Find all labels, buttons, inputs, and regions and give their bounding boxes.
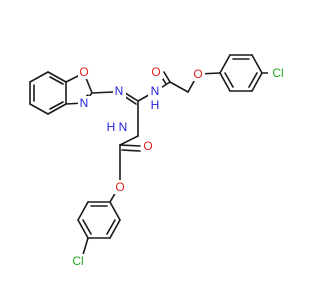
bond: [163, 71, 171, 83]
bond: [119, 135, 139, 146]
molecule-structure-diagram: O N N N H O O Cl H N O O Cl: [29, 54, 288, 268]
amide1-nitrogen-label: N: [151, 84, 160, 98]
bond: [91, 91, 114, 94]
bond: [29, 71, 49, 83]
bond: [77, 219, 89, 239]
label-mask-layer: [68, 65, 288, 268]
carbonyl2-oxygen-label: O: [143, 139, 152, 153]
bond-aromatic-inner: [248, 72, 258, 88]
bond: [119, 144, 141, 147]
bond: [109, 201, 121, 221]
bond: [121, 149, 141, 152]
bond-aromatic-inner: [82, 219, 92, 235]
benzoxazole-oxygen-label: O: [79, 65, 88, 79]
bond: [169, 81, 189, 93]
bond-aromatic-inner: [224, 72, 234, 88]
bond: [109, 219, 121, 239]
bond-aromatic-inner: [49, 76, 64, 85]
bond: [251, 54, 263, 74]
carbonyl1-oxygen-label: O: [151, 65, 160, 79]
chloro2-label: Cl: [72, 254, 83, 268]
amide1-hydrogen-label: H: [151, 98, 160, 112]
bond-aromatic-inner: [49, 101, 64, 110]
imine-nitrogen-label: N: [115, 84, 124, 98]
bond: [219, 72, 231, 92]
ether1-oxygen-label: O: [193, 67, 202, 81]
bond: [47, 71, 67, 83]
benzoxazole-nitrogen-label: N: [80, 96, 89, 110]
bond: [47, 103, 67, 115]
bond: [29, 103, 49, 115]
amide2-nitrogen-label: N: [119, 120, 128, 134]
bond: [77, 201, 89, 221]
bond-aromatic-inner: [106, 219, 116, 235]
bond: [251, 72, 263, 92]
ether2-oxygen-label: O: [115, 180, 124, 194]
amide2-hydrogen-label: H: [107, 120, 116, 134]
bond: [219, 54, 231, 74]
chloro1-label: Cl: [272, 66, 283, 80]
atom-label-layer: O N N N H O O Cl H N O O Cl: [72, 65, 283, 268]
